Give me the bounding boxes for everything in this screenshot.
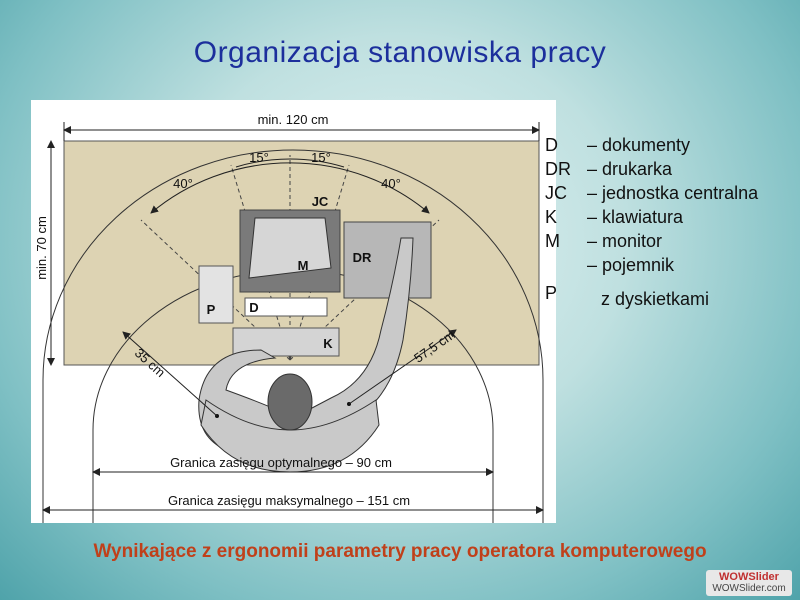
legend-row: K – klawiatura [545,205,758,229]
wowslider-url: WOWSlider.com [712,583,786,594]
legend-code: D [545,135,558,155]
legend-code: K [545,207,558,227]
legend-row: JC – jednostka centralna [545,181,758,205]
legend-code: M [545,231,560,251]
reach-right-line [348,329,457,405]
dr-label: DR [353,250,372,265]
angle-right-inner: 15° [311,150,331,165]
m-label: M [298,258,309,273]
wowslider-watermark[interactable]: WOWSlider WOWSlider.com [706,570,792,596]
width-label: min. 120 cm [258,112,329,127]
legend: D – dokumenty DR – drukarka JC – jednostka … [545,133,758,311]
p-label: P [207,302,216,317]
wowslider-logo: WOWSlider [719,571,779,583]
operator-shoulders [200,399,380,473]
legend-code: JC [545,183,567,203]
legend-code: P [545,283,558,303]
slide-caption: Wynikające z ergonomii parametry pracy o… [93,541,707,562]
printer [343,221,432,299]
legend-desc: – monitor [587,231,663,251]
legend-row: – pojemnik [545,253,758,277]
reach-left-line [122,331,218,417]
monitor [248,217,332,279]
disk-container [198,265,234,324]
maximal-range-label: Granica zasięgu maksymalnego – 151 cm [168,493,410,508]
documents [244,297,328,317]
workstation-diagram: min. 120 cm min. 70 cm 15° 15° 40° 40° J… [31,100,556,523]
legend-row: D – dokumenty [545,133,758,157]
legend-desc: – jednostka centralna [587,183,759,203]
legend-row: DR – drukarka [545,157,758,181]
legend-desc: – klawiatura [587,207,684,227]
operator-head [267,373,313,431]
legend-desc: – drukarka [587,159,673,179]
jc-label: JC [312,194,329,209]
angle-right-outer: 40° [381,176,401,191]
optimal-range-label: Granica zasięgu optymalnego – 90 cm [170,455,392,470]
legend-desc: – pojemnik [587,255,675,275]
legend-code: DR [545,159,571,179]
operator-right-arm [288,237,414,461]
angle-arc-inner [235,158,345,168]
d-label: D [249,300,258,315]
angle-left-outer: 40° [173,176,193,191]
legend-row: M – monitor [545,229,758,253]
legend-desc: – dokumenty [587,135,691,155]
angle-left-inner: 15° [249,150,269,165]
legend-code [545,253,587,277]
workstation-diagram-svg: min. 120 cm min. 70 cm 15° 15° 40° 40° J… [34,112,544,523]
maximal-reach-arc [42,149,544,523]
k-label: K [323,336,333,351]
legend-desc: z dyskietkami [601,289,710,309]
slide-title: Organizacja stanowiska pracy [193,36,607,69]
angle-arc-outer [150,162,430,214]
depth-label: min. 70 cm [34,216,49,280]
